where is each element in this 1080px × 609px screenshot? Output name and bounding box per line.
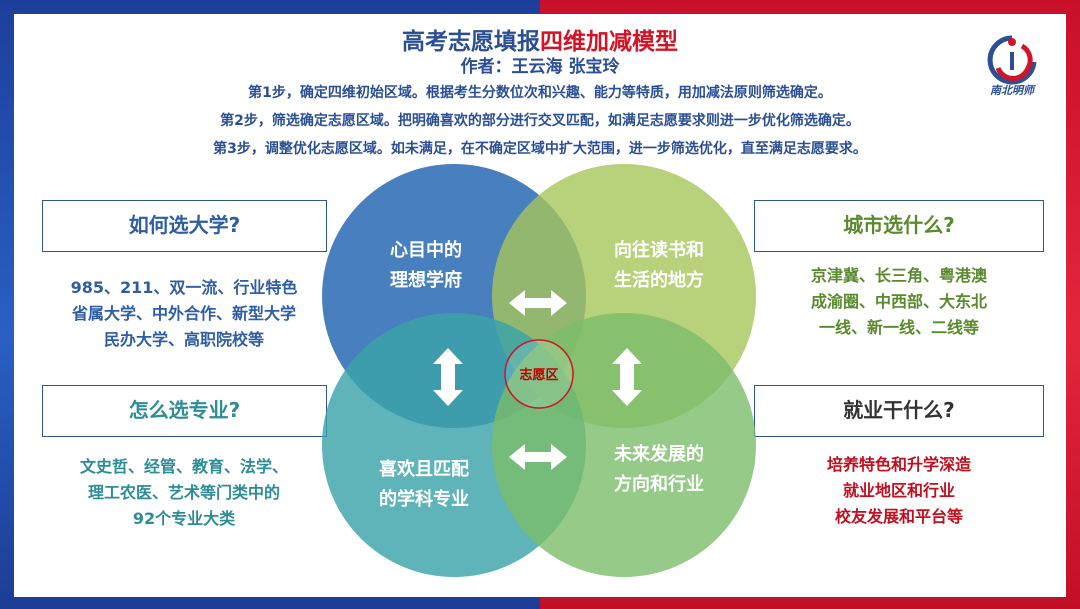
major-circle-line-2: 的学科专业 — [379, 488, 469, 510]
step-3: 第3步，调整优化志愿区域。如未满足，在不确定区域中扩大范围，进一步筛选优化，直至… — [213, 141, 867, 157]
city-line-3: 一线、新一线、二线等 — [818, 318, 979, 337]
venn-diagram: 志愿区 心目中的 理想学府 向往读书和 生活的地方 喜欢且匹配 的学科专业 未来… — [322, 164, 756, 577]
university-line-1: 985、211、双一流、行业特色 — [70, 278, 298, 297]
major-circle-line-1: 喜欢且匹配 — [379, 459, 469, 480]
major-line-3: 92个专业大类 — [132, 509, 236, 528]
horizontal-arrow-bottom-icon — [509, 444, 567, 470]
main-panel: 高考志愿填报四维加减模型 作者：王云海 张宝玲 第1步，确定四维初始区域。根据考… — [14, 14, 1066, 597]
job-circle-line-1: 未来发展的 — [614, 443, 704, 465]
title-accent: 四维加减模型 — [540, 29, 678, 55]
major-description: 文史哲、经管、教育、法学、 理工农医、艺术等门类中的 92个专业大类 — [24, 454, 344, 532]
city-line-2: 成渝圈、中西部、大东北 — [810, 292, 987, 311]
university-circle-line-2: 理想学府 — [390, 269, 462, 291]
city-question-box: 城市选什么? — [754, 200, 1044, 252]
job-line-2: 就业地区和行业 — [842, 481, 955, 500]
city-line-1: 京津冀、长三角、粤港澳 — [810, 266, 987, 285]
title-main: 高考志愿填报 — [402, 29, 540, 55]
university-line-2: 省属大学、中外合作、新型大学 — [71, 304, 296, 323]
university-description: 985、211、双一流、行业特色 省属大学、中外合作、新型大学 民办大学、高职院… — [24, 275, 344, 353]
job-line-1: 培养特色和升学深造 — [826, 455, 971, 474]
city-circle-line-1: 向往读书和 — [614, 239, 704, 261]
job-description: 培养特色和升学深造 就业地区和行业 校友发展和平台等 — [754, 452, 1044, 530]
step-1: 第1步，确定四维初始区域。根据考生分数位次和兴趣、能力等特质，用加减法原则筛选确… — [248, 85, 832, 101]
city-circle-line-2: 生活的地方 — [614, 269, 704, 291]
major-line-2: 理工农医、艺术等门类中的 — [87, 483, 280, 502]
job-question-box: 就业干什么? — [754, 385, 1044, 437]
job-circle — [492, 313, 756, 577]
major-line-1: 文史哲、经管、教育、法学、 — [79, 457, 288, 476]
university-circle-line-1: 心目中的 — [390, 239, 462, 261]
horizontal-arrow-top-icon — [509, 290, 567, 316]
step-2: 第2步，筛选确定志愿区域。把明确喜欢的部分进行交叉匹配，如满足志愿要求则进一步优… — [220, 113, 860, 129]
page-title: 高考志愿填报四维加减模型 — [14, 22, 1066, 56]
university-question-box: 如何选大学? — [42, 200, 327, 252]
vertical-arrow-right-icon — [612, 348, 642, 406]
logo-text: 南北明师 — [990, 84, 1034, 97]
job-circle-line-2: 方向和行业 — [614, 473, 704, 495]
major-question-box: 怎么选专业? — [42, 385, 327, 437]
authors: 作者：王云海 张宝玲 — [460, 57, 620, 77]
city-description: 京津冀、长三角、粤港澳 成渝圈、中西部、大东北 一线、新一线、二线等 — [754, 263, 1044, 341]
center-zone — [504, 339, 574, 409]
vertical-arrow-left-icon — [433, 348, 463, 406]
brand-logo-icon — [987, 35, 1037, 85]
university-line-3: 民办大学、高职院校等 — [103, 330, 264, 349]
center-label: 志愿区 — [519, 367, 558, 383]
job-line-3: 校友发展和平台等 — [834, 507, 963, 526]
